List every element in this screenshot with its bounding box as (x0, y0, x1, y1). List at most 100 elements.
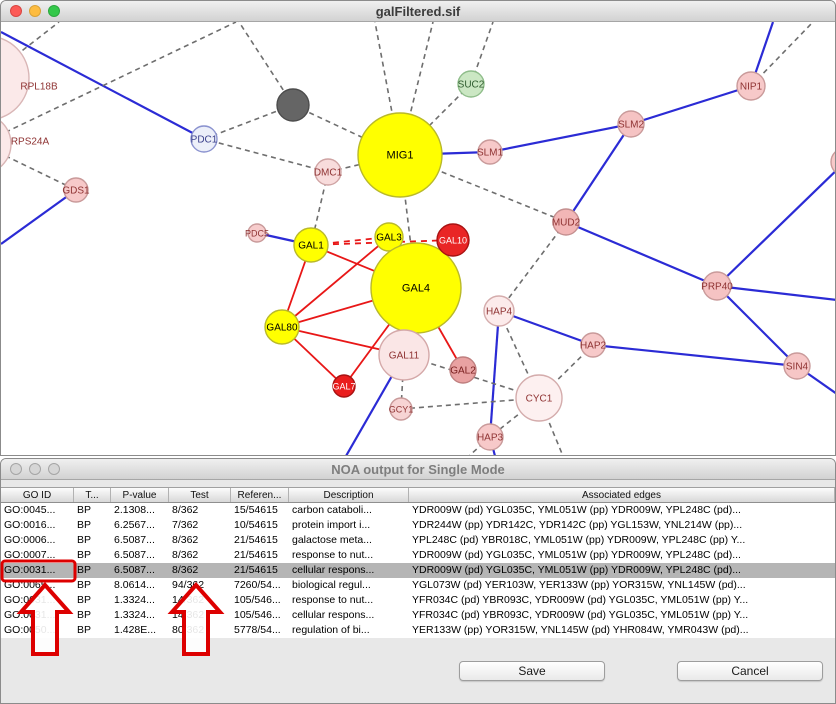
table-cell: GO:0006... (4, 534, 56, 546)
table-cell: response to nut... (292, 594, 374, 606)
edge-RPS24A-offscreen[interactable] (1, 22, 237, 144)
table-cell: 94/362 (172, 579, 205, 591)
network-window-titlebar[interactable]: galFiltered.sif (1, 1, 835, 22)
table-cell: biological regul... (292, 579, 371, 591)
node-PRP40[interactable] (702, 271, 732, 301)
edge-MUD2-HAP4[interactable] (498, 221, 567, 312)
node-label-RPS24A: RPS24A (11, 137, 50, 148)
edge-offscreen-PDC1[interactable] (1, 31, 205, 140)
save-button[interactable]: Save (459, 661, 605, 681)
node-CYC1[interactable] (515, 374, 563, 422)
edge-DMC1-PDC1[interactable] (203, 138, 329, 173)
edge-HAP4-HAP2[interactable] (498, 309, 594, 347)
edge-PRP40-offscreen[interactable] (716, 284, 836, 301)
column-header-2[interactable]: P-value (111, 488, 169, 502)
node-HAP3[interactable] (476, 423, 504, 451)
table-cell: BP (77, 519, 92, 531)
table-cell: GO:0016... (4, 519, 56, 531)
edge-CYC1-HAP4[interactable] (498, 310, 540, 399)
column-header-3[interactable]: Test (169, 488, 231, 502)
node-GCY1[interactable] (389, 397, 413, 421)
node-EDGE1[interactable] (830, 148, 836, 176)
close-icon[interactable] (10, 5, 22, 17)
column-header-4[interactable]: Referen... (231, 488, 289, 502)
edge-RPS24A-GDS1[interactable] (1, 144, 77, 191)
table-cell: cellular respons... (292, 609, 375, 621)
table-cell: galactose meta... (292, 534, 372, 546)
node-HAP2[interactable] (580, 332, 606, 358)
node-label-GAL11: GAL11 (389, 351, 420, 362)
node-PDC5[interactable] (247, 223, 267, 243)
close-icon[interactable] (10, 463, 22, 475)
table-cell: 6.5087... (114, 534, 155, 546)
node-RPS24A[interactable] (1, 114, 12, 174)
table-cell: YDR009W (pd) YGL035C, YML051W (pp) YDR00… (412, 549, 741, 561)
node-label-GAL1: GAL1 (298, 241, 324, 252)
node-SIN4[interactable] (783, 352, 811, 380)
table-cell: 14/362 (172, 594, 205, 606)
edge-PRP40-EDGE1[interactable] (716, 162, 836, 287)
network-canvas[interactable]: RPL18BRPS24AGDS1PDC1DMC1MIG1SUC2SLM1SLM2… (1, 22, 836, 456)
minimize-icon[interactable] (29, 463, 41, 475)
node-SLM1[interactable] (477, 139, 503, 165)
node-SLM2[interactable] (617, 110, 645, 138)
edge-HAP4-HAP3[interactable] (488, 310, 501, 438)
node-label-MUD2: MUD2 (552, 218, 581, 229)
node-NIP1[interactable] (736, 71, 766, 101)
table-cell: GO:0007... (4, 549, 56, 561)
edge-NIP1-offscreen[interactable] (750, 22, 814, 87)
column-header-1[interactable]: T... (74, 488, 111, 502)
column-header-6[interactable]: Associated edges (409, 488, 835, 502)
zoom-icon[interactable] (48, 5, 60, 17)
edge-GRAY-offscreen[interactable] (238, 22, 294, 106)
edge-GDS1-offscreen[interactable] (1, 189, 77, 245)
node-DMC1[interactable] (314, 158, 342, 186)
column-header-5[interactable]: Description (289, 488, 409, 502)
node-RPL18B[interactable] (1, 36, 30, 120)
node-GAL10[interactable] (436, 223, 470, 257)
edge-MUD2-SLM2[interactable] (565, 123, 632, 223)
node-PDC1[interactable] (190, 125, 218, 153)
node-GDS1[interactable] (63, 177, 89, 203)
edge-SLM1-SLM2[interactable] (489, 122, 632, 154)
minimize-icon[interactable] (29, 5, 41, 17)
zoom-icon[interactable] (48, 463, 60, 475)
node-MUD2[interactable] (552, 208, 580, 236)
node-GAL1[interactable] (293, 227, 329, 263)
node-GRAY[interactable] (276, 88, 310, 122)
edge-PRP40-SIN4[interactable] (716, 285, 798, 367)
column-header-0[interactable]: GO ID (1, 488, 74, 502)
node-SUC2[interactable] (457, 70, 485, 98)
edge-MUD2-PRP40[interactable] (565, 220, 718, 288)
node-MIG1[interactable] (357, 112, 443, 198)
node-HAP4[interactable] (483, 295, 515, 327)
node-GAL7[interactable] (332, 374, 356, 398)
table-cell: 7/362 (172, 519, 199, 531)
cancel-button[interactable]: Cancel (677, 661, 823, 681)
node-GAL80[interactable] (264, 309, 300, 345)
noa-window-titlebar[interactable]: NOA output for Single Mode (1, 459, 835, 480)
edge-PDC1-GRAY[interactable] (203, 104, 294, 140)
table-cell: BP (77, 579, 92, 591)
edge-RPL18B-offscreen[interactable] (1, 22, 60, 78)
edge-HAP2-SIN4[interactable] (592, 343, 798, 368)
node-GAL2[interactable] (449, 356, 477, 384)
edge-SLM2-NIP1[interactable] (630, 84, 752, 126)
edge-GRAY-MIG1[interactable] (292, 104, 401, 156)
traffic-lights (10, 5, 60, 17)
table-cell: GO:0050... (4, 624, 56, 636)
node-GAL11[interactable] (378, 329, 430, 381)
node-GAL3[interactable] (374, 222, 404, 252)
edge-GAL80-GAL3[interactable] (281, 236, 390, 328)
